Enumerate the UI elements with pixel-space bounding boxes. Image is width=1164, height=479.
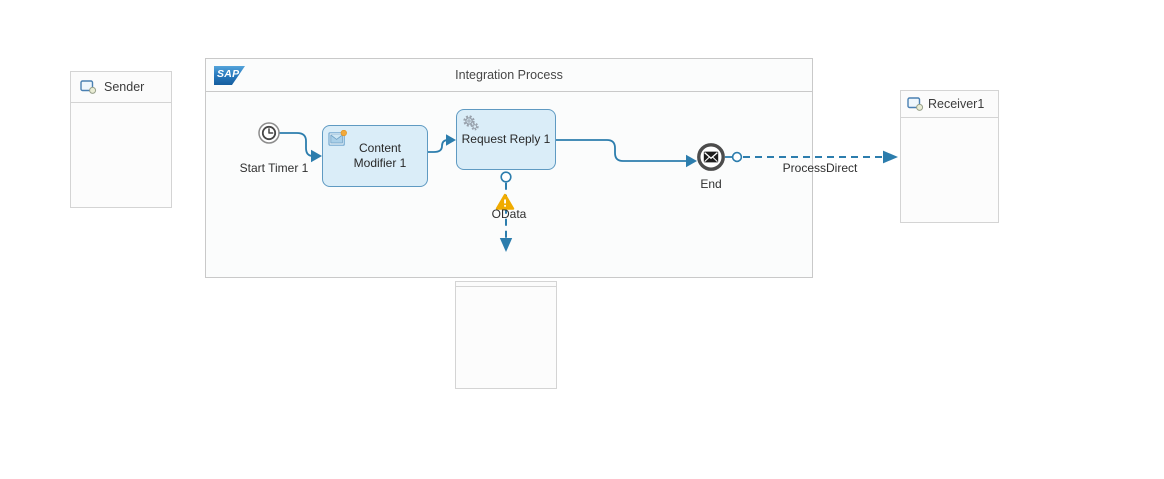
receiver1-label: Receiver1: [928, 97, 985, 111]
integration-process-title: Integration Process: [455, 68, 563, 82]
start-timer-event[interactable]: [258, 122, 280, 144]
request-reply-connector-point[interactable]: [500, 171, 512, 183]
arrowhead: [883, 150, 898, 164]
odata-label: OData: [491, 207, 527, 221]
participant-odata-receiver-header: [456, 282, 556, 287]
participant-sender-header: Sender: [71, 72, 171, 103]
warning-icon[interactable]: [495, 193, 515, 210]
sender-label: Sender: [104, 80, 145, 94]
participant-system-icon: [907, 97, 924, 111]
odata-connection[interactable]: [499, 182, 513, 252]
integration-process-header: SAP Integration Process: [206, 59, 812, 92]
arrowhead: [686, 154, 697, 168]
process-direct-connection[interactable]: [743, 150, 898, 164]
request-reply-label: Request Reply 1: [461, 132, 551, 146]
arrowhead: [446, 134, 456, 146]
end-connector-point[interactable]: [731, 151, 743, 163]
start-timer-label: Start Timer 1: [239, 161, 309, 175]
process-direct-label: ProcessDirect: [782, 161, 858, 175]
participant-system-icon: [80, 80, 97, 94]
participant-receiver1[interactable]: Receiver1: [900, 90, 999, 223]
participant-odata-receiver[interactable]: [455, 281, 557, 389]
content-modifier-label: Content Modifier 1: [353, 141, 407, 170]
step-request-reply[interactable]: Request Reply 1: [456, 109, 556, 170]
end-message-event[interactable]: [697, 143, 725, 171]
sequence-flow-content-modifier-to-request-reply[interactable]: [427, 134, 456, 153]
participant-receiver1-header: Receiver1: [901, 91, 998, 118]
participant-sender[interactable]: Sender: [70, 71, 172, 208]
end-label: End: [700, 177, 722, 191]
arrowhead: [311, 149, 322, 163]
step-content-modifier[interactable]: Content Modifier 1: [322, 125, 428, 187]
timer-clock-icon: [261, 125, 277, 141]
sequence-flow-timer-to-content-modifier[interactable]: [279, 132, 323, 163]
sequence-flow-request-reply-to-end[interactable]: [556, 139, 697, 168]
message-content-icon: [328, 129, 348, 152]
message-envelope-icon: [703, 151, 719, 163]
gears-icon: [462, 114, 480, 137]
arrowhead: [499, 238, 513, 252]
